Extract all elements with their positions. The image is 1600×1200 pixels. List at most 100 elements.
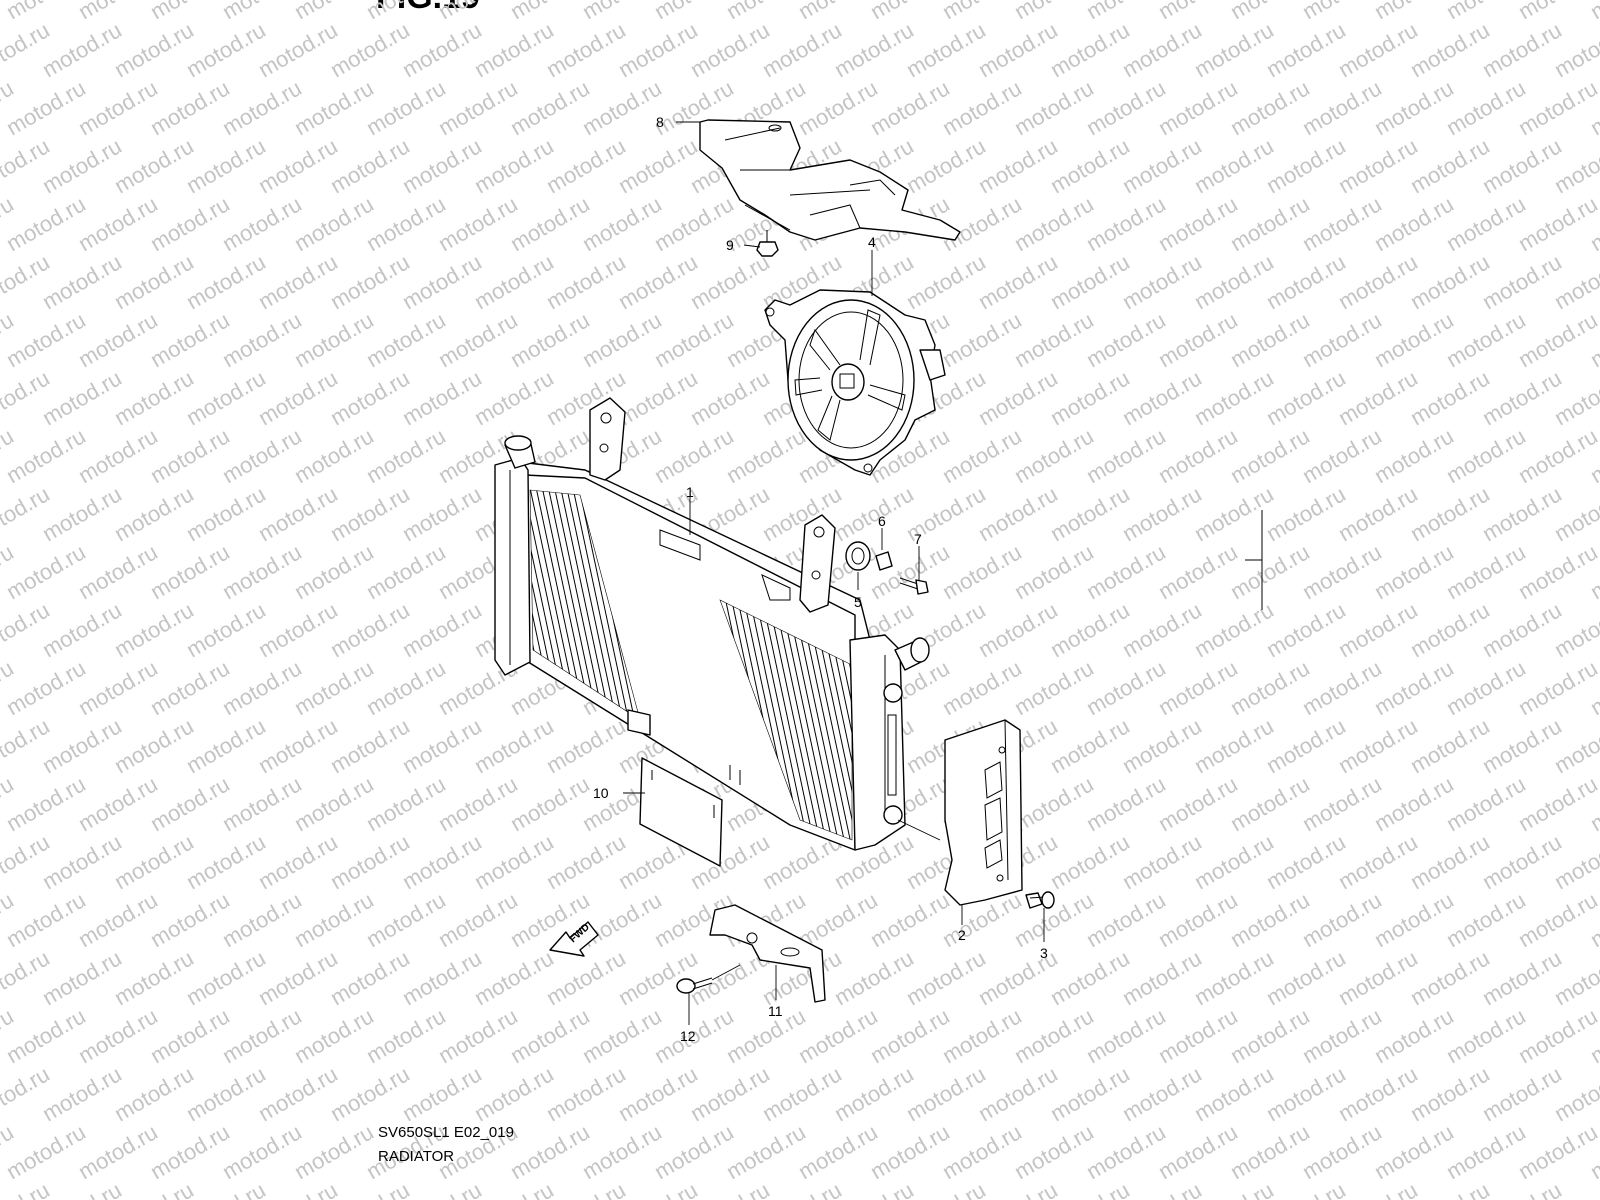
watermark-text: motod.ru xyxy=(290,423,378,488)
watermark-text: motod.ru xyxy=(1010,75,1098,140)
watermark-text: motod.ru xyxy=(1514,1119,1600,1184)
watermark-text: motod.ru xyxy=(470,1061,558,1126)
label-plate xyxy=(639,757,723,867)
watermark-text: motod.ru xyxy=(1226,307,1314,372)
watermark-text: motod.ru xyxy=(1154,191,1242,256)
watermark-text: motod.ru xyxy=(362,307,450,372)
watermark-text: motod.ru xyxy=(1298,191,1386,256)
watermark-text: motod.ru xyxy=(2,539,90,604)
watermark-text: motod.ru xyxy=(110,597,198,662)
watermark-text: motod.ru xyxy=(1226,539,1314,604)
watermark-text: motod.ru xyxy=(470,17,558,82)
watermark-text: motod.ru xyxy=(398,1061,486,1126)
watermark-text: motod.ru xyxy=(1262,597,1350,662)
watermark-text: motod.ru xyxy=(1298,1119,1386,1184)
watermark-text: motod.ru xyxy=(326,713,414,778)
watermark-text: motod.ru xyxy=(1010,191,1098,256)
callout-1: 1 xyxy=(686,484,694,500)
watermark-text: motod.ru xyxy=(1118,17,1206,82)
callout-2: 2 xyxy=(958,927,966,943)
watermark-text: motod.ru xyxy=(1406,597,1494,662)
watermark-text: motod.ru xyxy=(1154,655,1242,720)
watermark-text: motod.ru xyxy=(362,771,450,836)
watermark-text: motod.ru xyxy=(1442,655,1530,720)
watermark-text: motod.ru xyxy=(1334,945,1422,1010)
watermark-text: motod.ru xyxy=(1010,307,1098,372)
watermark-text: motod.ru xyxy=(1370,771,1458,836)
watermark-text: motod.ru xyxy=(254,597,342,662)
watermark-text: motod.ru xyxy=(1154,423,1242,488)
watermark-text: motod.ru xyxy=(1478,481,1566,546)
watermark-text: motod.ru xyxy=(38,481,126,546)
watermark-text: motod.ru xyxy=(1082,307,1170,372)
watermark-text: motod.ru xyxy=(506,307,594,372)
watermark-text: motod.ru xyxy=(326,17,414,82)
watermark-text: motod.ru xyxy=(218,539,306,604)
watermark-text: motod.ru xyxy=(326,249,414,314)
diagram-title: RADIATOR xyxy=(378,1148,455,1165)
grommet-part xyxy=(845,541,871,571)
watermark-text: motod.ru xyxy=(1406,481,1494,546)
watermark-text: motod.ru xyxy=(1118,829,1206,894)
watermark-text: motod.ru xyxy=(1226,423,1314,488)
watermark-text: motod.ru xyxy=(290,771,378,836)
watermark-text: motod.ru xyxy=(1478,17,1566,82)
watermark-text: motod.ru xyxy=(938,539,1026,604)
watermark-text: motod.ru xyxy=(1370,423,1458,488)
watermark-text: motod.ru xyxy=(290,1119,378,1184)
watermark-text: motod.ru xyxy=(1514,75,1600,140)
watermark-text: motod.ru xyxy=(938,1119,1026,1184)
watermark-text: motod.ru xyxy=(398,249,486,314)
watermark-text: motod.ru xyxy=(1118,365,1206,430)
watermark-text: motod.ru xyxy=(1370,191,1458,256)
watermark-text: motod.ru xyxy=(1442,1119,1530,1184)
watermark-text: motod.ru xyxy=(614,945,702,1010)
watermark-text: motod.ru xyxy=(1082,539,1170,604)
watermark-text: motod.ru xyxy=(1406,365,1494,430)
watermark-text: motod.ru xyxy=(974,249,1062,314)
radiator xyxy=(494,397,930,851)
callout-9: 9 xyxy=(726,237,734,253)
watermark-text: motod.ru xyxy=(902,1061,990,1126)
watermark-text: motod.ru xyxy=(1586,0,1600,24)
watermark-text: motod.ru xyxy=(1046,249,1134,314)
watermark-text: motod.ru xyxy=(110,481,198,546)
watermark-text: motod.ru xyxy=(2,307,90,372)
watermark-text: motod.ru xyxy=(1118,713,1206,778)
watermark-text: motod.ru xyxy=(146,75,234,140)
clip-part xyxy=(756,230,779,257)
watermark-text: motod.ru xyxy=(326,597,414,662)
watermark-text: motod.ru xyxy=(434,75,522,140)
watermark-text: motod.ru xyxy=(1154,771,1242,836)
watermark-text: motod.ru xyxy=(1334,597,1422,662)
watermark-text: motod.ru xyxy=(1442,1003,1530,1068)
watermark-text: motod.ru xyxy=(1298,1003,1386,1068)
watermark-text: motod.ru xyxy=(398,481,486,546)
watermark-text: motod.ru xyxy=(974,597,1062,662)
watermark-text: motod.ru xyxy=(0,1177,54,1200)
watermark-text: motod.ru xyxy=(1334,481,1422,546)
watermark-text: motod.ru xyxy=(974,17,1062,82)
watermark-text: motod.ru xyxy=(614,133,702,198)
watermark-text: motod.ru xyxy=(1334,829,1422,894)
callout-labels: 8 9 4 1 6 7 5 10 2 3 11 12 xyxy=(593,114,1048,1044)
watermark-text: motod.ru xyxy=(290,887,378,952)
watermark-text: motod.ru xyxy=(254,945,342,1010)
watermark-text: motod.ru xyxy=(1082,423,1170,488)
watermark-text: motod.ru xyxy=(182,481,270,546)
watermark-text: motod.ru xyxy=(1226,1003,1314,1068)
watermark-text: motod.ru xyxy=(506,191,594,256)
watermark-text: motod.ru xyxy=(686,365,774,430)
watermark-text: motod.ru xyxy=(1442,75,1530,140)
watermark-text: motod.ru xyxy=(1190,17,1278,82)
watermark-text: motod.ru xyxy=(1046,365,1134,430)
watermark-text: motod.ru xyxy=(1442,771,1530,836)
watermark-text: motod.ru xyxy=(938,191,1026,256)
watermark-text: motod.ru xyxy=(1082,655,1170,720)
figure-title: FIG.19 xyxy=(376,0,480,17)
watermark-text: motod.ru xyxy=(398,713,486,778)
watermark-text: motod.ru xyxy=(290,307,378,372)
watermark-text: motod.ru xyxy=(1046,597,1134,662)
watermark-text: motod.ru xyxy=(794,75,882,140)
